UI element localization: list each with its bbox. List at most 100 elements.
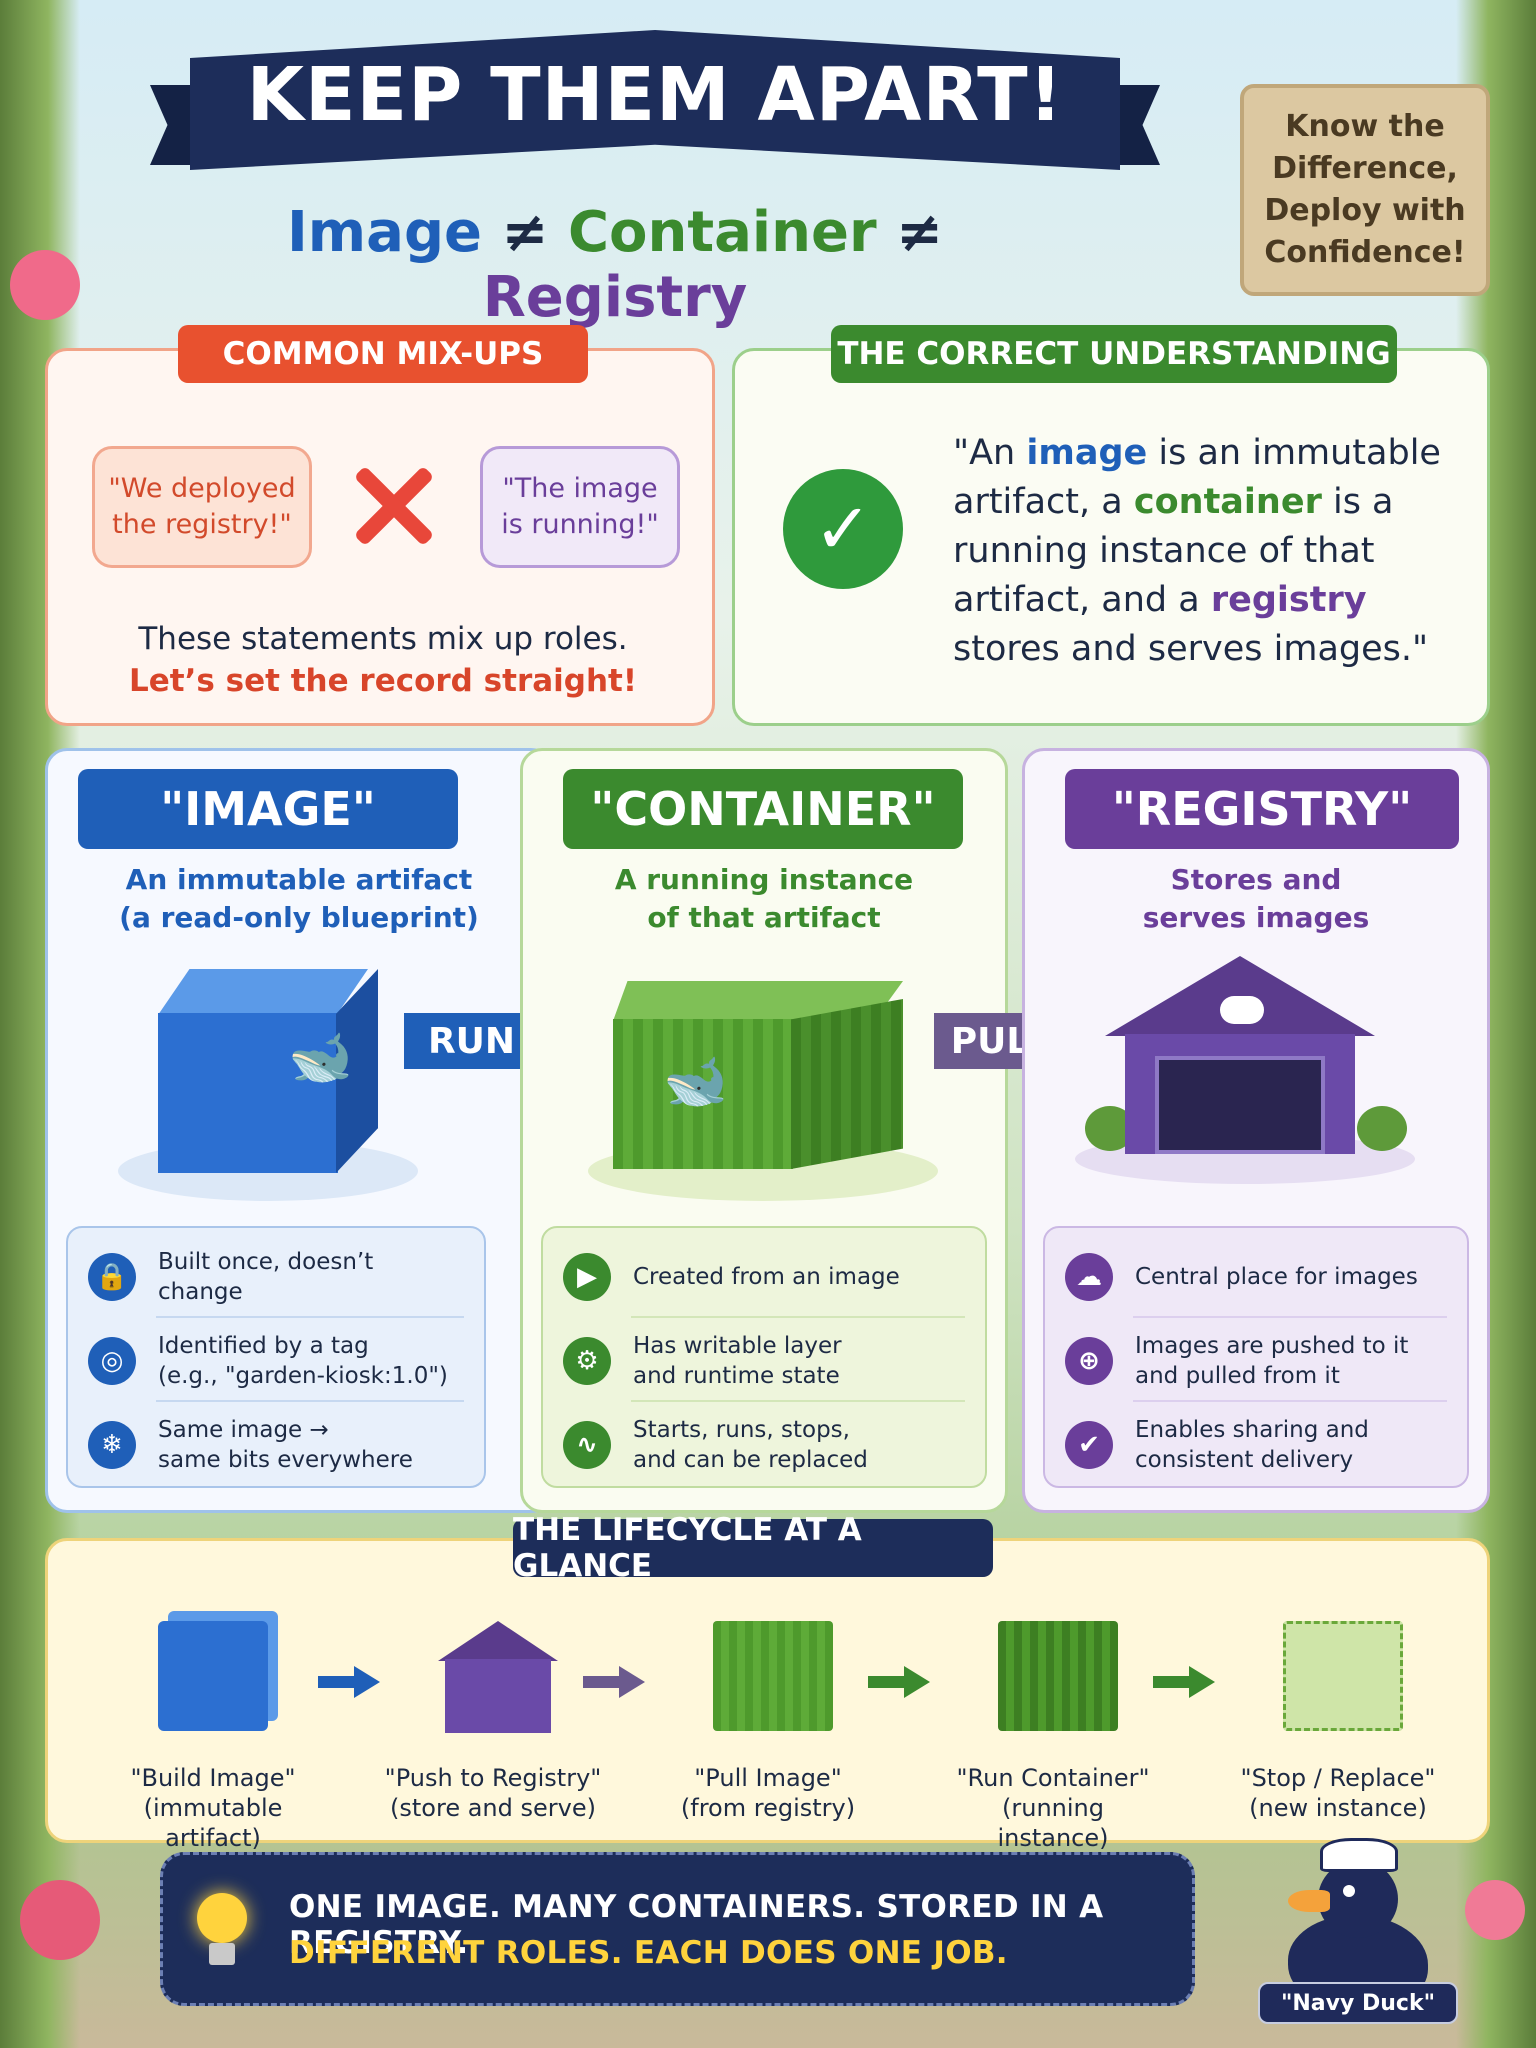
correct-understanding-panel: THE CORRECT UNDERSTANDING ✓ "An image is… [732, 325, 1490, 726]
feature-text: Central place for images [1135, 1264, 1418, 1290]
mascot-label: "Navy Duck" [1258, 1982, 1458, 2024]
definition-quote: "An image is an immutable artifact, a co… [953, 429, 1463, 674]
quote-text: stores and serves images." [953, 629, 1429, 669]
bubble-text: the registry!" [112, 509, 292, 540]
feature-text: Identified by a tag [158, 1333, 369, 1359]
subtitle-line: A running instance [614, 863, 914, 896]
bubble-text: "The image [502, 473, 658, 504]
container-box-outline-icon [1283, 1621, 1403, 1731]
lifecycle-step-pull: "Pull Image"(from registry) [658, 1621, 878, 1822]
feature-text: same bits everywhere [158, 1447, 413, 1473]
step-caption: (from registry) [680, 1794, 856, 1822]
step-label: "Run Container" [956, 1764, 1150, 1792]
correct-understanding-tag: THE CORRECT UNDERSTANDING [831, 325, 1397, 383]
sign-line: Confidence! [1264, 235, 1466, 270]
feature-text: Starts, runs, stops, [633, 1417, 850, 1443]
speech-bubble-wrong-registry: "We deployed the registry!" [92, 446, 312, 568]
speech-bubble-wrong-image: "The image is running!" [480, 446, 680, 568]
subtitle-line: serves images [1142, 901, 1370, 934]
image-cube-icon: 🐋 [118, 969, 418, 1201]
globe-icon: ⊕ [1065, 1337, 1113, 1385]
lifecycle-arrow [868, 1666, 930, 1698]
subtitle-image: Image [286, 200, 483, 265]
feature-text: Has writable layer [633, 1333, 842, 1359]
step-caption: (store and serve) [390, 1794, 596, 1822]
subtitle-line: Stores and [1170, 863, 1342, 896]
feature-text: Created from an image [633, 1264, 900, 1290]
lifecycle-step-build: "Build Image"(immutable artifact) [103, 1621, 323, 1852]
container-column: "CONTAINER" A running instance of that a… [520, 748, 1008, 1513]
feature-text: (e.g., "garden-kiosk:1.0") [158, 1363, 448, 1389]
registry-column-subtitle: Stores and serves images [1025, 861, 1487, 937]
banner-body: KEEP THEM APART! [190, 30, 1120, 170]
bubble-text: is running!" [501, 509, 659, 540]
flower-decoration [1465, 1880, 1525, 1940]
divider [156, 1400, 464, 1402]
quote-text: "An [953, 433, 1027, 473]
lifecycle-arrow [583, 1666, 645, 1698]
lifecycle-panel: THE LIFECYCLE AT A GLANCE "Build Image"(… [45, 1512, 1490, 1852]
divider [1133, 1316, 1447, 1318]
step-caption: (immutable artifact) [143, 1794, 283, 1852]
container-column-subtitle: A running instance of that artifact [523, 861, 1005, 937]
image-cube-icon [158, 1621, 268, 1731]
feature-item: ✔ Enables sharing and consistent delivery [1065, 1404, 1447, 1486]
subtitle-line: of that artifact [647, 901, 881, 934]
registry-column: "REGISTRY" Stores and serves images ☁ Ce… [1022, 748, 1490, 1513]
lightbulb-icon [191, 1893, 253, 1973]
feature-text: consistent delivery [1135, 1447, 1354, 1473]
step-label: "Push to Registry" [384, 1764, 602, 1792]
docker-whale-icon: 🐋 [288, 1028, 353, 1088]
feature-text: and pulled from it [1135, 1363, 1340, 1389]
subtitle-line: An immutable artifact [125, 863, 473, 896]
lifecycle-step-run: "Run Container"(running instance) [943, 1621, 1163, 1852]
quote-text: is an immutable artifact, a [953, 433, 1441, 522]
container-box-icon [713, 1621, 833, 1731]
mixups-callout: Let’s set the record straight! [129, 663, 637, 699]
step-caption: (new instance) [1249, 1794, 1427, 1822]
lifecycle-arrow [318, 1666, 380, 1698]
feature-item: ∿ Starts, runs, stops,and can be replace… [563, 1404, 965, 1486]
step-label: "Pull Image" [694, 1764, 842, 1792]
feature-text: Enables sharing and [1135, 1417, 1369, 1443]
quote-text: is a running instance of that artifact, … [953, 482, 1394, 620]
container-feature-list: ▶ Created from an image ⚙ Has writable l… [541, 1226, 987, 1488]
quote-keyword-registry: registry [1210, 580, 1367, 620]
feature-item: ❄ Same image →same bits everywhere [88, 1404, 464, 1486]
subtitle-container: Container [567, 200, 877, 265]
image-feature-list: 🔒 Built once, doesn’t change ◎ Identifie… [66, 1226, 486, 1488]
arrow-shaft [404, 1013, 539, 1069]
lifecycle-step-replace: "Stop / Replace"(new instance) [1228, 1621, 1448, 1822]
lifecycle-step-push: "Push to Registry"(store and serve) [383, 1621, 603, 1822]
divider [1133, 1400, 1447, 1402]
summary-line-1: ONE IMAGE. MANY CONTAINERS. STORED IN A … [289, 1889, 1104, 1961]
summary-footer: ONE IMAGE. MANY CONTAINERS. STORED IN A … [160, 1852, 1195, 2006]
lifecycle-tag: THE LIFECYCLE AT A GLANCE [513, 1512, 993, 1584]
flower-decoration [20, 1880, 100, 1960]
play-icon: ▶ [563, 1253, 611, 1301]
x-mark-icon [348, 461, 438, 551]
sign-line: Know the [1285, 109, 1445, 144]
quote-keyword-container: container [1133, 482, 1322, 522]
summary-line-2: DIFFERENT ROLES. EACH DOES ONE JOB. [289, 1935, 1008, 1971]
wooden-sign: Know the Difference, Deploy with Confide… [1240, 84, 1490, 296]
lifecycle-arrow [1153, 1666, 1215, 1698]
registry-warehouse-icon [1075, 956, 1415, 1196]
step-label: "Stop / Replace" [1240, 1764, 1436, 1792]
not-equal-symbol: ≠ [501, 200, 549, 265]
shield-check-icon: ✔ [1065, 1421, 1113, 1469]
pulse-icon: ∿ [563, 1421, 611, 1469]
subtitle-line: (a read-only blueprint) [119, 901, 479, 934]
image-column-title: "IMAGE" [78, 769, 458, 849]
page-title: KEEP THEM APART! [246, 52, 1064, 138]
not-equal-symbol: ≠ [896, 200, 944, 265]
bubble-text: "We deployed [108, 473, 296, 504]
container-box-icon: 🐋 [588, 981, 938, 1201]
divider [156, 1316, 464, 1318]
sign-line: Difference, [1272, 151, 1458, 186]
fingerprint-icon: ◎ [88, 1337, 136, 1385]
divider [631, 1400, 965, 1402]
image-column: "IMAGE" An immutable artifact (a read-on… [45, 748, 553, 1513]
